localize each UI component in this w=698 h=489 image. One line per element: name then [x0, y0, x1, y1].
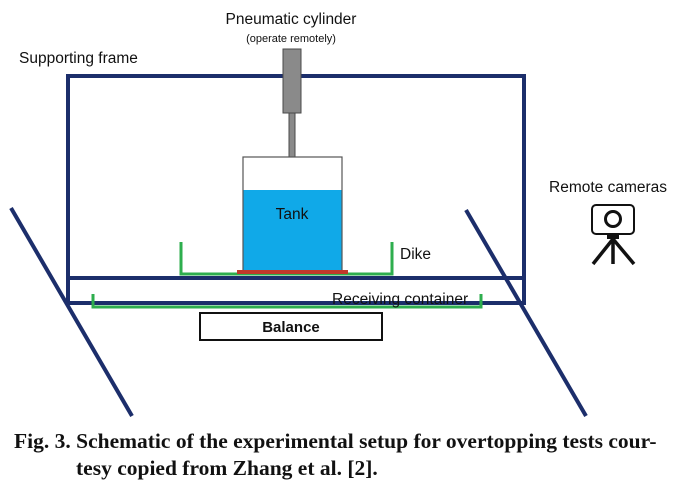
- right-leg: [464, 208, 588, 418]
- label-pneumatic-note: (operate remotely): [246, 33, 336, 45]
- label-remote-cameras: Remote cameras: [549, 179, 667, 196]
- label-balance: Balance: [262, 319, 320, 336]
- left-leg: [9, 206, 134, 418]
- tank-base: [237, 270, 348, 274]
- label-pneumatic-cylinder: Pneumatic cylinder: [226, 11, 357, 28]
- caption-line-1: Fig. 3. Schematic of the experimental se…: [14, 429, 657, 453]
- tank-water: [243, 190, 342, 272]
- label-supporting-frame: Supporting frame: [19, 50, 138, 67]
- balance: [199, 312, 383, 341]
- cylinder-rod: [288, 112, 296, 158]
- label-dike: Dike: [400, 246, 431, 263]
- camera-icon: [591, 204, 636, 266]
- label-tank: Tank: [276, 206, 309, 223]
- caption-line-2: tesy copied from Zhang et al. [2].: [76, 456, 378, 480]
- pneumatic-cylinder: [282, 48, 302, 114]
- figure-caption: Fig. 3. Schematic of the experimental se…: [0, 428, 698, 482]
- label-receiving-container: Receiving container: [332, 291, 468, 308]
- receiving-container: [91, 294, 483, 309]
